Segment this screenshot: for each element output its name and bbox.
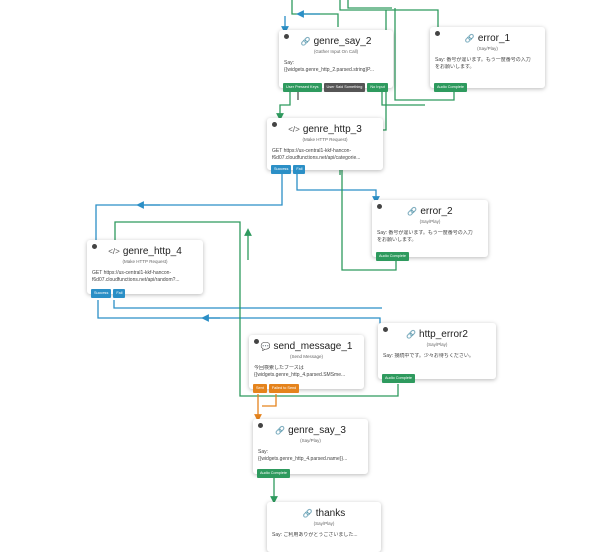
node-body-line: Say: 接続中です。少々お待ちください。 xyxy=(383,353,474,359)
node-title: genre_http_4 xyxy=(122,246,182,257)
code-icon: </> xyxy=(288,125,300,134)
node-type: (Say/Play) xyxy=(426,342,448,347)
node-type: (Make HTTP Request) xyxy=(122,259,168,264)
node-title: error_2 xyxy=(420,206,453,217)
node-type: (Say/Play) xyxy=(419,219,441,224)
node-type: (Say/Play) xyxy=(477,46,498,51)
link-icon: 🔗 xyxy=(302,509,313,518)
node-body-line: Say: ご利用ありがとうございました... xyxy=(272,532,358,538)
node-body-line: Say: 番号が違います。もう一度番号の入力 xyxy=(435,57,531,63)
node-type: (Say/Play) xyxy=(300,438,321,443)
node-title: error_1 xyxy=(477,33,511,44)
port-user-pressed-keys[interactable]: User Pressed Keys xyxy=(283,83,322,92)
port-audio-complete[interactable]: Audio Complete xyxy=(382,374,416,383)
link-icon: 🔗 xyxy=(406,330,417,339)
link-icon: 🔗 xyxy=(300,37,311,46)
node-body-line: {{widgets.genre_http_4.parsed.SMSme... xyxy=(254,371,346,378)
widget-thanks[interactable]: 🔗thanks (Say/Play) Say: ご利用ありがとうございました..… xyxy=(267,502,381,552)
node-handle[interactable] xyxy=(92,244,97,249)
node-handle[interactable] xyxy=(254,339,259,344)
link-icon: 🔗 xyxy=(275,426,286,435)
node-title: genre_http_3 xyxy=(302,124,362,135)
node-type: (Send Message) xyxy=(289,354,324,359)
port-fail[interactable]: Fail xyxy=(113,289,126,298)
link-icon: 🔗 xyxy=(407,207,418,216)
widget-error-1[interactable]: 🔗error_1 (Say/Play) Say: 番号が違います。もう一度番号の… xyxy=(430,27,545,92)
node-body-line: {{widgets.genre_http_2.parsed.string}P..… xyxy=(284,66,374,73)
node-title: genre_say_2 xyxy=(313,36,372,47)
port-audio-complete[interactable]: Audio Complete xyxy=(434,83,468,92)
widget-send-message-1[interactable]: 💬send_message_1 (Send Message) 今回検索したブース… xyxy=(249,335,364,393)
code-icon: </> xyxy=(108,247,120,256)
port-success[interactable]: Success xyxy=(271,165,292,174)
node-body-line: をお願いします。 xyxy=(377,236,417,243)
node-body-line: {{widgets.genre_http_4.parsed.name}}... xyxy=(258,455,348,462)
node-title: genre_say_3 xyxy=(288,425,346,436)
port-audio-complete[interactable]: Audio Complete xyxy=(257,469,291,478)
node-handle[interactable] xyxy=(258,423,263,428)
port-sent[interactable]: Sent xyxy=(253,384,267,393)
widget-error-2[interactable]: 🔗error_2 (Say/Play) Say: 番号が違います。もう一度番号の… xyxy=(372,200,488,261)
node-body-line: f6d07.cloudfunctions.net/api/random?... xyxy=(92,276,180,283)
node-body-line: Say: 番号が違います。もう一度番号の入力 xyxy=(377,230,473,236)
node-handle[interactable] xyxy=(383,327,388,332)
widget-genre-say-2[interactable]: 🔗genre_say_2 (Gather Input On Call) Say:… xyxy=(279,30,393,92)
node-handle[interactable] xyxy=(272,122,277,127)
widget-genre-say-3[interactable]: 🔗genre_say_3 (Say/Play) Say: {{widgets.g… xyxy=(253,419,368,478)
port-fail[interactable]: Fail xyxy=(293,165,306,174)
widget-genre-http-3[interactable]: </>genre_http_3 (Make HTTP Request) GET … xyxy=(267,118,383,174)
node-handle[interactable] xyxy=(377,204,382,209)
port-failed-to-send[interactable]: Failed to Send xyxy=(268,384,300,393)
node-type: (Make HTTP Request) xyxy=(302,137,348,142)
port-user-said-something[interactable]: User Said Something xyxy=(323,83,366,92)
node-title: thanks xyxy=(315,508,346,519)
node-handle[interactable] xyxy=(284,34,289,39)
widget-http-error2[interactable]: 🔗http_error2 (Say/Play) Say: 接続中です。少々お待ち… xyxy=(378,323,496,383)
link-icon: 🔗 xyxy=(464,34,475,43)
node-handle[interactable] xyxy=(435,31,440,36)
port-no-input[interactable]: No Input xyxy=(367,83,388,92)
widget-genre-http-4[interactable]: </>genre_http_4 (Make HTTP Request) GET … xyxy=(87,240,203,298)
node-body-line: をお願いします。 xyxy=(435,63,475,70)
node-type: (Say/Play) xyxy=(313,521,335,526)
message-icon: 💬 xyxy=(260,342,271,351)
port-audio-complete[interactable]: Audio Complete xyxy=(376,252,410,261)
port-success[interactable]: Success xyxy=(91,289,112,298)
node-title: send_message_1 xyxy=(273,341,353,352)
node-type: (Gather Input On Call) xyxy=(313,49,359,54)
node-title: http_error2 xyxy=(419,329,468,340)
node-body-line: f6d07.cloudfunctions.net/api/categorie..… xyxy=(272,154,361,161)
